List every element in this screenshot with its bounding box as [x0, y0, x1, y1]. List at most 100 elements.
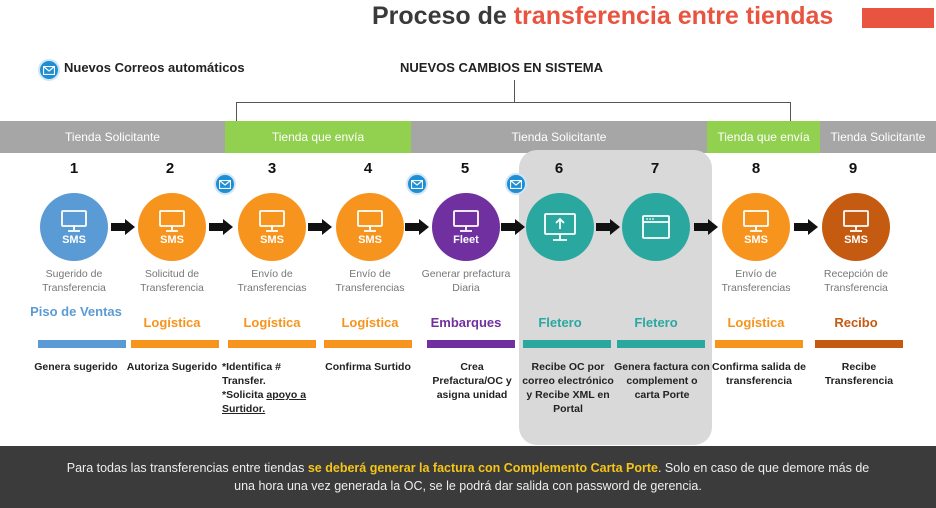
step-icon-circle: SMS	[722, 193, 790, 261]
step-role: Embarques	[430, 315, 502, 330]
step-role: Fletero	[634, 315, 678, 330]
band-tienda-envia: Tienda que envía	[225, 121, 411, 153]
monitor-icon	[453, 209, 479, 232]
flow-arrow	[694, 219, 718, 235]
monitor-icon	[259, 209, 285, 232]
mail-icon	[406, 173, 428, 195]
footer-text: Para todas las transferencias entre tien…	[66, 461, 308, 475]
step-number: 2	[165, 160, 175, 177]
title-part-1: Proceso de	[372, 2, 514, 30]
step-number: 6	[554, 160, 564, 177]
band-tienda-envia: Tienda que envía	[707, 121, 820, 153]
step-role: Logística	[341, 315, 399, 330]
step-icon-label: SMS	[260, 233, 284, 246]
step-icon-circle: SMS	[40, 193, 108, 261]
title-accent-bar	[862, 8, 934, 28]
band-tienda-solicitante: Tienda Solicitante	[411, 121, 707, 153]
step-action: *Identifica # Transfer. *Solicita apoyo …	[222, 360, 322, 416]
step-action: Confirma salida de transferencia	[712, 361, 806, 387]
flow-arrow	[209, 219, 233, 235]
footer-text: . Solo en caso de que demore más de una …	[234, 461, 870, 493]
step-action: Autoriza Sugerido	[126, 361, 218, 373]
step-number: 7	[650, 160, 660, 177]
flow-arrow	[111, 219, 135, 235]
step-icon-circle	[622, 193, 690, 261]
step-icon-label: SMS	[744, 233, 768, 246]
flow-arrow	[405, 219, 429, 235]
browser-window-icon	[642, 215, 670, 239]
step-role: Logística	[727, 315, 785, 330]
flow-arrow	[501, 219, 525, 235]
step-number: 1	[69, 160, 79, 177]
band-tienda-solicitante: Tienda Solicitante	[820, 121, 936, 153]
role-bar	[617, 340, 705, 348]
bracket-left-leg	[236, 102, 237, 121]
step-description: Solicitud de Transferencia	[140, 268, 204, 294]
step-icon-circle: SMS	[238, 193, 306, 261]
flow-arrow	[794, 219, 818, 235]
step-number: 3	[267, 160, 277, 177]
step-action: Crea Prefactura/OC y asigna unidad	[432, 361, 512, 401]
bracket-right-leg	[790, 102, 791, 121]
step-role: Logística	[143, 315, 201, 330]
step-action: Genera sugerido	[34, 361, 118, 373]
step-role: Logística	[243, 315, 301, 330]
role-bar	[427, 340, 515, 348]
step-description: Envío de Transferencias	[237, 268, 307, 294]
flow-arrow	[596, 219, 620, 235]
step-action-line: *Solicita	[222, 389, 267, 401]
step-number: 4	[363, 160, 373, 177]
step-action: Confirma Surtido	[325, 361, 411, 373]
monitor-icon	[743, 209, 769, 232]
monitor-icon	[159, 209, 185, 232]
step-description: Envío de Transferencias	[721, 268, 791, 294]
monitor-icon	[843, 209, 869, 232]
step-icon-label: SMS	[160, 233, 184, 246]
step-icon-circle: Fleet	[432, 193, 500, 261]
role-bar	[324, 340, 412, 348]
flow-arrow	[308, 219, 332, 235]
step-action: Recibe Transferencia	[824, 361, 894, 387]
monitor-icon	[357, 209, 383, 232]
bracket-line	[236, 102, 790, 103]
mail-icon	[38, 59, 60, 81]
step-action-line: *Identifica # Transfer.	[222, 361, 281, 387]
step-role: Recibo	[834, 315, 878, 330]
title-part-2: transferencia entre tiendas	[513, 2, 834, 30]
role-bar	[715, 340, 803, 348]
step-icon-label: SMS	[844, 233, 868, 246]
step-number: 9	[848, 160, 858, 177]
role-bar	[228, 340, 316, 348]
step-role: Fletero	[538, 315, 582, 330]
step-number: 5	[460, 160, 470, 177]
step-description: Generar prefactura Diaria	[421, 268, 511, 294]
monitor-icon	[61, 209, 87, 232]
step-icon-label: Fleet	[453, 233, 479, 246]
bracket-stem	[514, 80, 515, 102]
role-bar	[523, 340, 611, 348]
mail-icon	[214, 173, 236, 195]
legend-label: Nuevos Correos automáticos	[64, 60, 245, 75]
step-description: Recepción de Transferencia	[823, 268, 889, 294]
footer-highlight: se deberá generar la factura con Complem…	[307, 461, 658, 475]
upload-monitor-icon	[544, 213, 576, 241]
step-icon-label: SMS	[358, 233, 382, 246]
role-bar	[131, 340, 219, 348]
page-title: Proceso de transferencia entre tiendas	[0, 2, 936, 34]
step-role: Piso de Ventas	[30, 304, 122, 319]
step-icon-circle	[526, 193, 594, 261]
step-action-underlined: apoyo a Surtidor.	[222, 389, 307, 415]
role-bar	[815, 340, 903, 348]
band-tienda-solicitante: Tienda Solicitante	[0, 121, 225, 153]
step-description: Envío de Transferencias	[335, 268, 405, 294]
step-number: 8	[751, 160, 761, 177]
step-icon-circle: SMS	[138, 193, 206, 261]
mail-icon	[505, 173, 527, 195]
step-action: Recibe OC por correo electrónico y Recib…	[522, 361, 614, 415]
changes-label: NUEVOS CAMBIOS EN SISTEMA	[400, 60, 603, 75]
step-description: Sugerido de Transferencia	[42, 268, 106, 294]
step-action: Genera factura con complement o carta Po…	[614, 361, 710, 401]
step-icon-circle: SMS	[336, 193, 404, 261]
footer-note: Para todas las transferencias entre tien…	[0, 446, 936, 508]
step-icon-circle: SMS	[822, 193, 890, 261]
